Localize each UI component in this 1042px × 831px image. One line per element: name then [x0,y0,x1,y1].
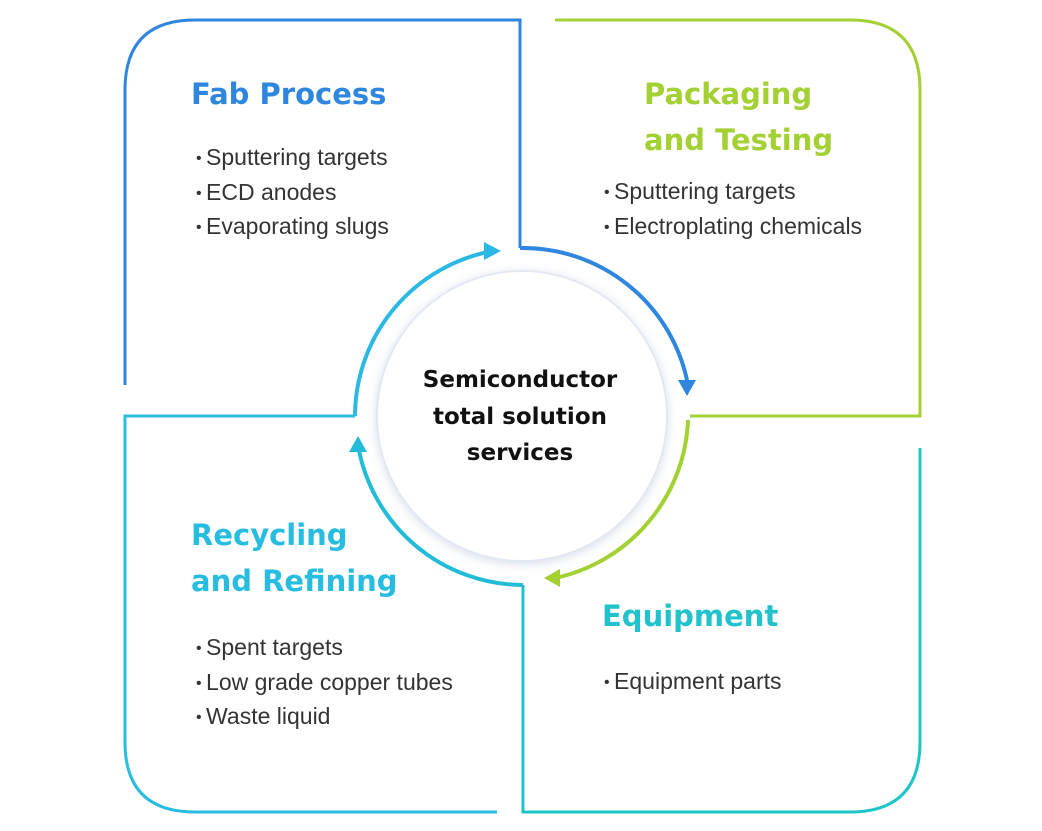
arrow-head-equipment [544,569,560,587]
arrow-head-fab [484,242,501,260]
arrow-head-recycling [349,436,367,452]
equipment-title: Equipment [602,593,778,639]
fab-process-border [123,18,522,385]
recycling-item: Spent targets [196,631,453,666]
center-label: Semiconductor total solution services [392,362,648,472]
packaging-list: Sputtering targets Electroplating chemic… [604,175,862,244]
equipment-border [521,448,922,814]
equipment-item: Equipment parts [604,665,781,700]
arrow-head-packaging [678,380,696,396]
recycling-item: Low grade copper tubes [196,666,453,701]
packaging-title: Packaging and Testing [644,71,833,163]
packaging-item: Electroplating chemicals [604,210,862,245]
cycle-arc-recycling-to-fab [353,249,494,417]
packaging-item: Sputtering targets [604,175,862,210]
recycling-item: Waste liquid [196,700,453,735]
equipment-list: Equipment parts [604,665,781,700]
center-label-line-2: total solution [432,403,607,430]
fab-process-list: Sputtering targets ECD anodes Evaporatin… [196,141,389,245]
center-circle [376,270,668,562]
packaging-border [555,18,922,418]
fab-process-title-line-1: Fab Process [191,77,387,111]
recycling-title-line-1: Recycling [191,518,348,552]
recycling-title: Recycling and Refining [191,512,398,604]
recycling-title-line-2: and Refining [191,564,398,598]
packaging-title-line-1: Packaging [644,77,813,111]
cycle-arc-fab-to-packaging [519,245,690,386]
fab-process-item: ECD anodes [196,176,389,211]
fab-process-item: Sputtering targets [196,141,389,176]
fab-process-title: Fab Process [191,71,386,117]
center-label-line-3: services [466,440,574,466]
recycling-border [123,414,497,814]
equipment-title-line-1: Equipment [602,599,779,633]
cycle-arc-equipment-to-recycling [356,444,524,587]
center-label-line-1: Semiconductor [422,367,618,393]
recycling-list: Spent targets Low grade copper tubes Was… [196,631,453,735]
fab-process-item: Evaporating slugs [196,210,389,245]
packaging-title-line-2: and Testing [644,123,834,157]
cycle-arc-packaging-to-equipment [554,419,690,580]
